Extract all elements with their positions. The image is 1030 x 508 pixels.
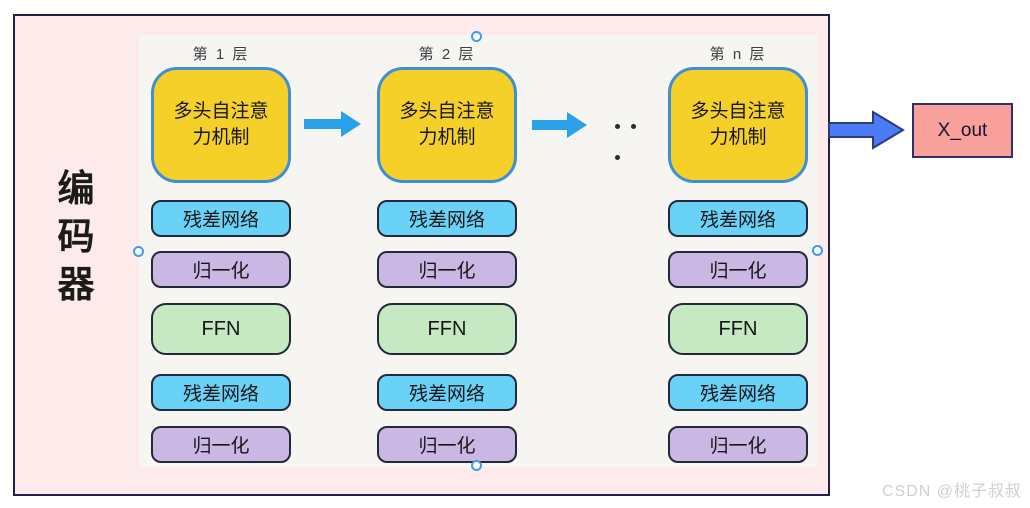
right-arrow-icon — [532, 112, 587, 138]
attention-label: 多头自注意力机制 — [399, 101, 495, 148]
selection-handle-top[interactable] — [471, 31, 482, 42]
attention-label: 多头自注意力机制 — [690, 101, 786, 148]
layer-2-header: 第 2 层 — [418, 46, 476, 63]
norm-box-2b[interactable]: 归一化 — [377, 426, 517, 463]
output-box[interactable]: X_out — [912, 103, 1013, 158]
layer-column-2: 第 2 层 多头自注意力机制 残差网络 归一化 FFN 残差网络 归一化 — [377, 35, 517, 467]
ellipsis-dot — [615, 155, 620, 160]
output-arrow-icon — [828, 110, 905, 150]
attention-label: 多头自注意力机制 — [173, 101, 269, 148]
ffn-box-2[interactable]: FFN — [377, 303, 517, 355]
attention-box-n[interactable]: 多头自注意力机制 — [668, 67, 808, 183]
residual-box-1b[interactable]: 残差网络 — [151, 374, 291, 411]
layer-column-n: 第 n 层 多头自注意力机制 残差网络 归一化 FFN 残差网络 归一化 — [668, 35, 808, 467]
selection-handle-bottom[interactable] — [471, 460, 482, 471]
residual-box-2b[interactable]: 残差网络 — [377, 374, 517, 411]
ffn-box-n[interactable]: FFN — [668, 303, 808, 355]
attention-box-1[interactable]: 多头自注意力机制 — [151, 67, 291, 183]
norm-box-2a[interactable]: 归一化 — [377, 251, 517, 288]
norm-box-1a[interactable]: 归一化 — [151, 251, 291, 288]
norm-box-na[interactable]: 归一化 — [668, 251, 808, 288]
ellipsis-dot — [631, 124, 636, 129]
norm-box-nb[interactable]: 归一化 — [668, 426, 808, 463]
layer-n-header: 第 n 层 — [709, 46, 767, 63]
ellipsis-dot — [615, 124, 620, 129]
encoder-title: 编码器 — [57, 168, 95, 305]
residual-box-1a[interactable]: 残差网络 — [151, 200, 291, 237]
residual-box-na[interactable]: 残差网络 — [668, 200, 808, 237]
attention-box-2[interactable]: 多头自注意力机制 — [377, 67, 517, 183]
selection-handle-right[interactable] — [812, 245, 823, 256]
layer-column-1: 第 1 层 多头自注意力机制 残差网络 归一化 FFN 残差网络 归一化 — [151, 35, 291, 467]
selection-handle-left[interactable] — [133, 246, 144, 257]
ffn-box-1[interactable]: FFN — [151, 303, 291, 355]
layer-1-header: 第 1 层 — [192, 46, 250, 63]
right-arrow-icon — [304, 111, 361, 137]
residual-box-2a[interactable]: 残差网络 — [377, 200, 517, 237]
watermark: CSDN @桃子叔叔 — [881, 483, 1022, 500]
norm-box-1b[interactable]: 归一化 — [151, 426, 291, 463]
residual-box-nb[interactable]: 残差网络 — [668, 374, 808, 411]
